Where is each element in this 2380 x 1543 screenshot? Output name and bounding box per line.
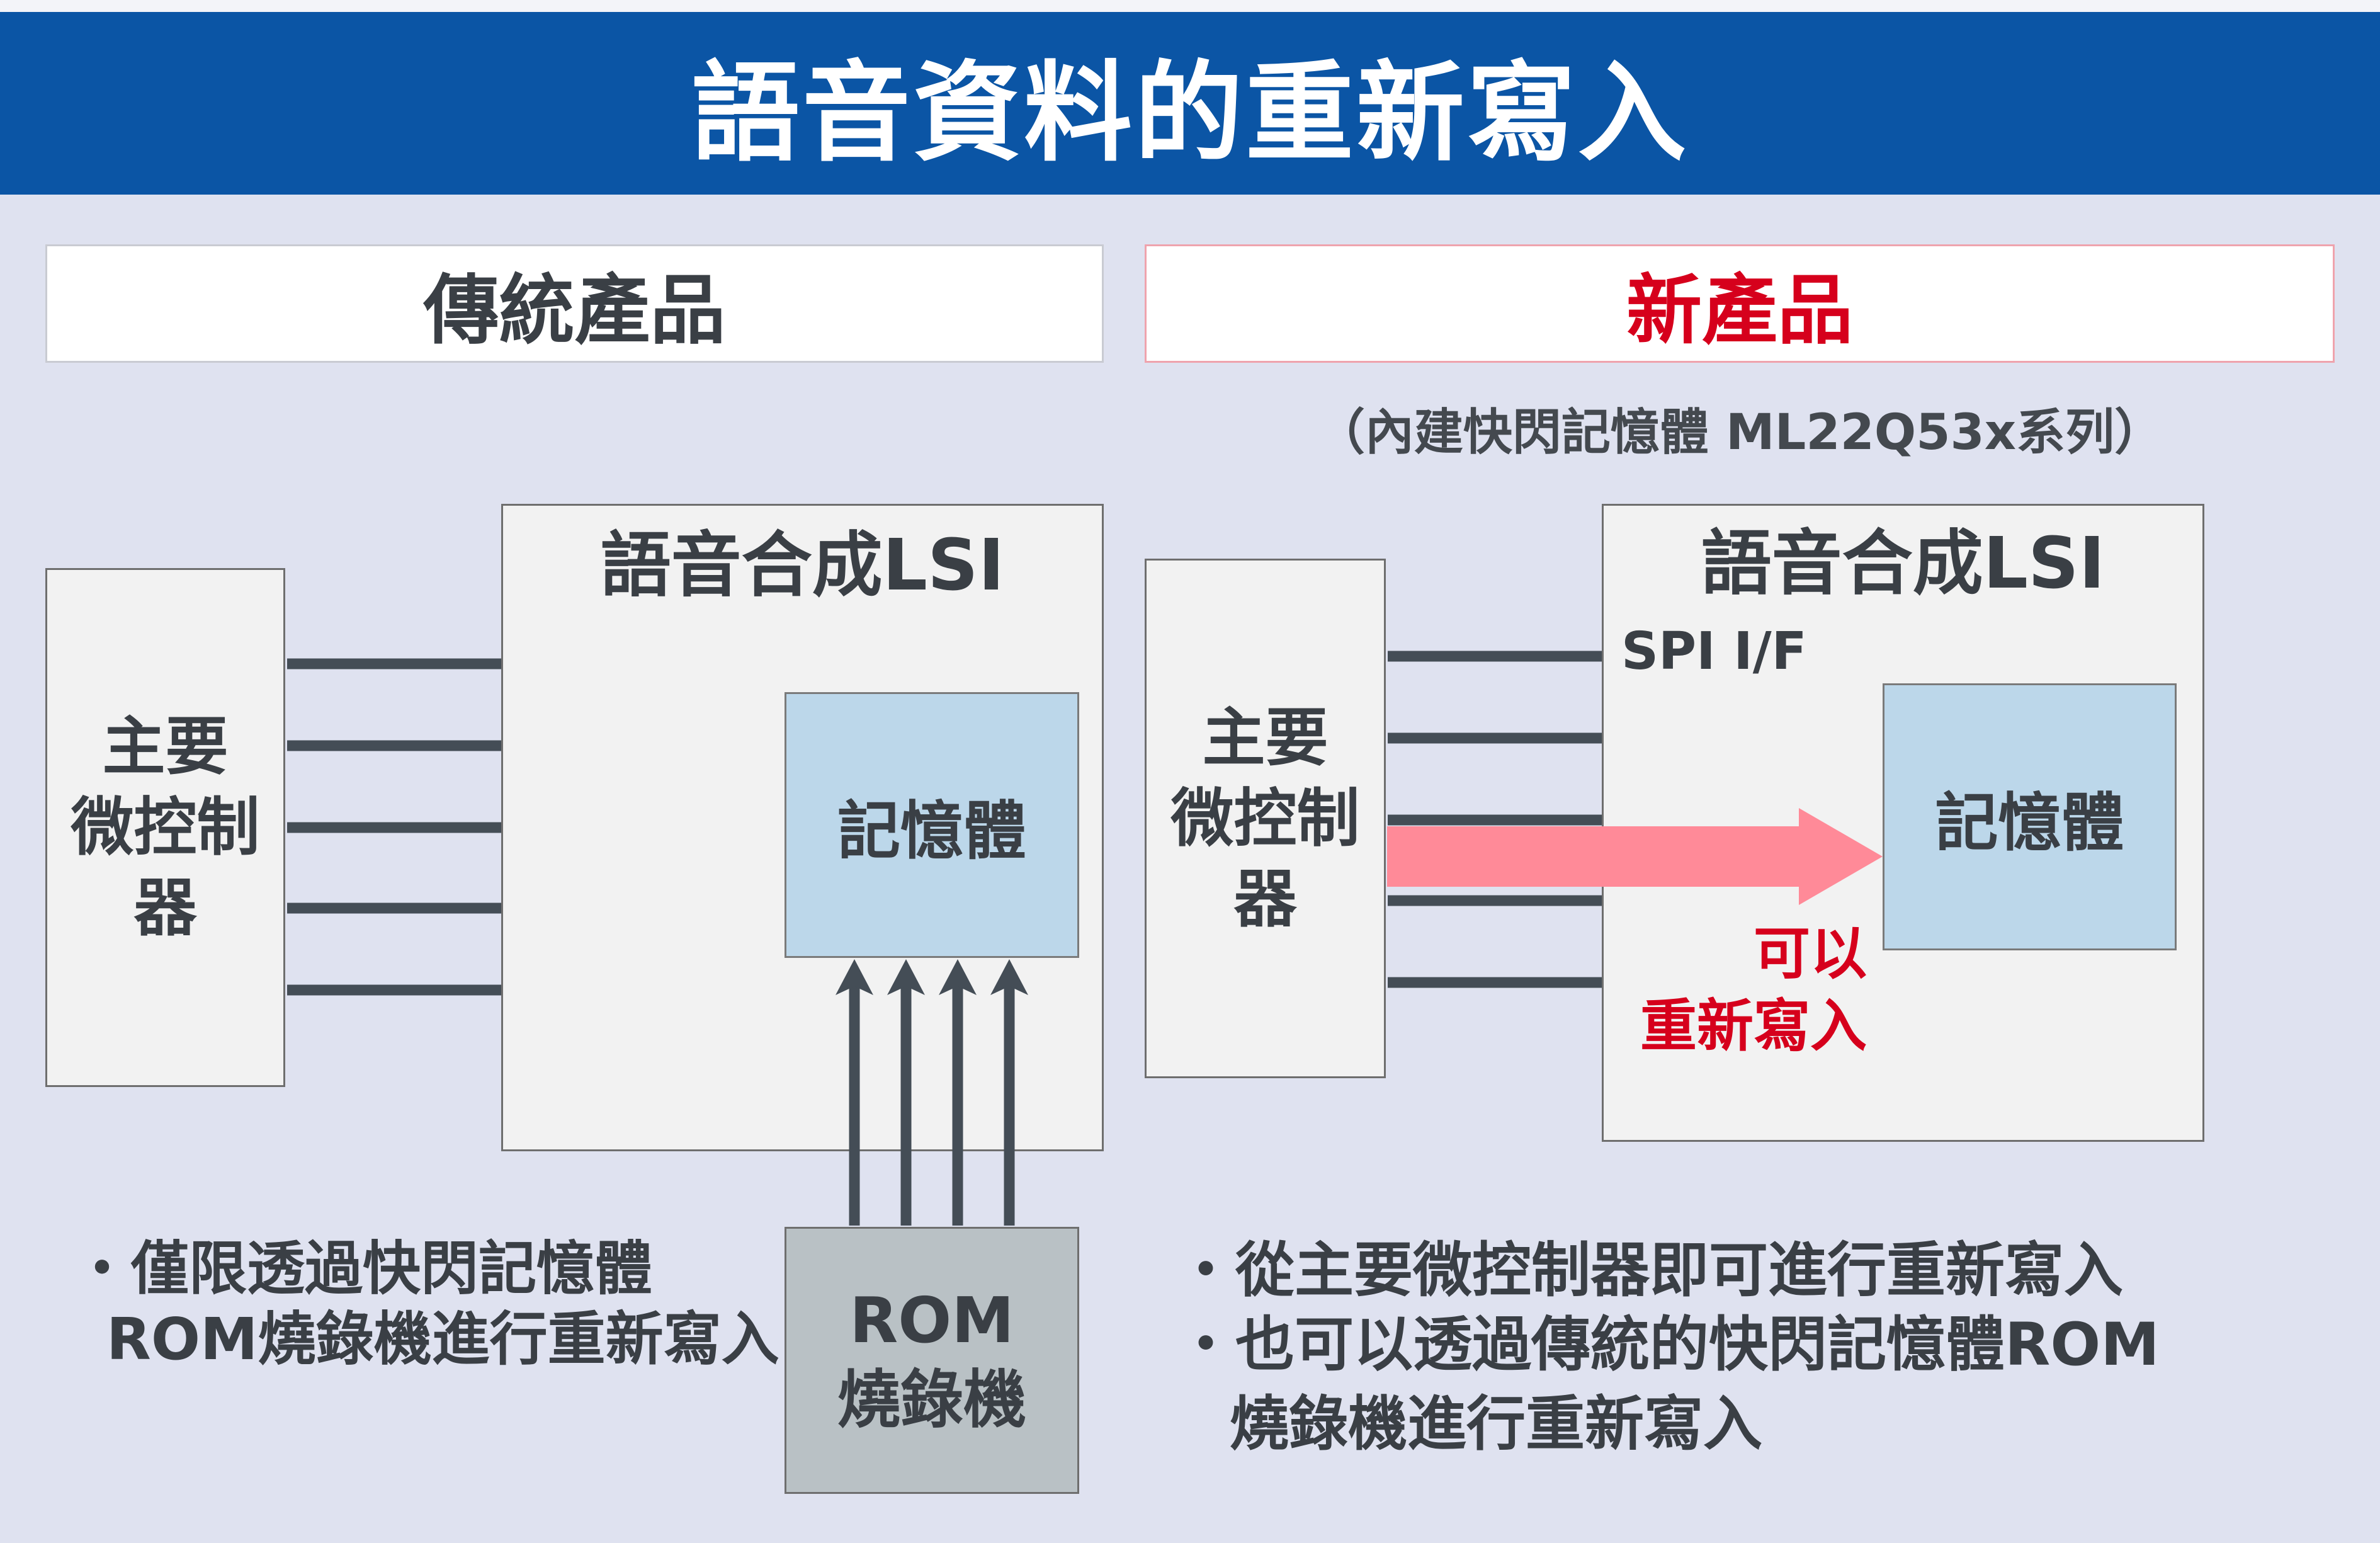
mcu-label-line: 主要 <box>1202 700 1329 775</box>
top-strip <box>0 0 2380 12</box>
rom-writer-box: ROM 燒錄機 <box>785 1227 1079 1494</box>
right-lsi-title: 語音合成LSI <box>1701 523 2105 605</box>
mcu-label-line: 微控制 <box>1170 781 1360 855</box>
rewrite-arrow-label: 可以 重新寫入 <box>1612 918 1867 1062</box>
memory-label: 記憶體 <box>837 794 1026 868</box>
left-memory-box: 記憶體 <box>785 692 1079 958</box>
rom-label-line: 燒錄機 <box>837 1363 1026 1437</box>
mcu-label-line: 主要 <box>102 710 229 783</box>
right-memory-box: 記憶體 <box>1883 683 2177 950</box>
page-title: 語音資料的重新寫入 <box>691 50 1689 176</box>
left-main-mcu-box: 主要 微控制 器 <box>45 568 285 1087</box>
left-note-line-1: ・僅限透過快閃記憶體 <box>73 1235 653 1302</box>
mcu-label-line: 器 <box>1233 862 1297 936</box>
left-lsi-title: 語音合成LSI <box>600 525 1005 606</box>
right-main-mcu-box: 主要 微控制 器 <box>1145 559 1386 1078</box>
memory-label: 記憶體 <box>1935 785 2124 860</box>
header-conventional-label: 傳統產品 <box>423 267 726 355</box>
arrow-label-line: 重新寫入 <box>1640 993 1867 1059</box>
header-new-label: 新產品 <box>1626 267 1853 355</box>
right-note-line-2: ・也可以透過傳統的快閃記憶體ROM <box>1176 1311 2160 1379</box>
right-note-line-3: 燒錄機進行重新寫入 <box>1230 1390 1763 1459</box>
left-note-line-2: ROM燒錄機進行重新寫入 <box>106 1306 779 1373</box>
arrow-label-line: 可以 <box>1754 921 1867 987</box>
header-conventional-product: 傳統產品 <box>45 244 1104 363</box>
mcu-label-line: 微控制 <box>71 790 260 864</box>
new-product-subtitle: （內建快閃記憶體 ML22Q53x系列） <box>1315 404 2164 461</box>
spi-interface-label: SPI I/F <box>1621 622 1807 681</box>
header-new-product: 新產品 <box>1145 244 2335 363</box>
mcu-label-line: 器 <box>133 871 197 945</box>
rom-label-line: ROM <box>849 1284 1014 1357</box>
title-bar: 語音資料的重新寫入 <box>0 12 2380 195</box>
right-note-line-1: ・從主要微控制器即可進行重新寫入 <box>1176 1236 2124 1305</box>
